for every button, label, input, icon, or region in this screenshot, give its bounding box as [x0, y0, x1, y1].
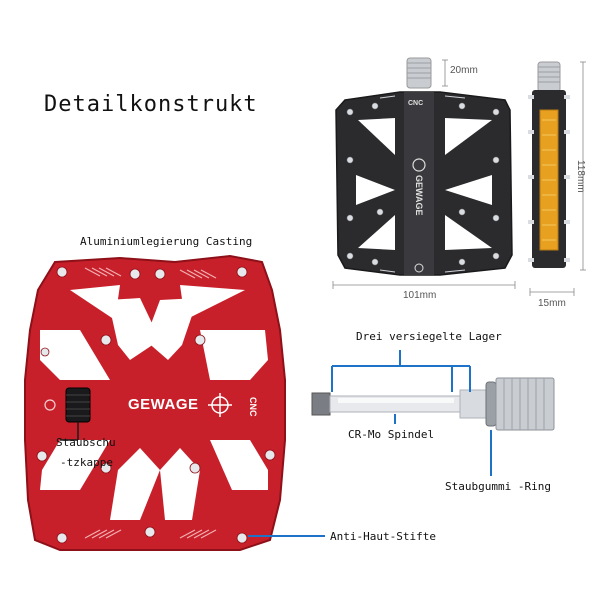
spindle	[311, 377, 555, 431]
label-dustring: Staubgummi -Ring	[445, 480, 551, 493]
black-pedal-side	[528, 61, 570, 268]
dim-width: 101mm	[403, 290, 437, 301]
label-material: Aluminiumlegierung Casting	[80, 235, 253, 248]
label-spindle: CR-Mo Spindel	[348, 428, 435, 441]
black-brand-text: GEWAGE	[414, 175, 424, 216]
label-pins: Anti-Haut-Stifte	[330, 530, 436, 543]
red-pedal	[24, 254, 286, 551]
dust-cap	[65, 387, 91, 423]
anti-slip-pins	[36, 266, 276, 544]
annotation-lines	[248, 350, 492, 537]
dim-height: 118mm	[575, 160, 586, 193]
dustcap-pointer	[60, 422, 79, 441]
label-bearings: Drei versiegelte Lager	[356, 330, 502, 343]
label-dustcap-1: Staubschu	[56, 436, 116, 449]
page-title: Detailkonstrukt	[44, 92, 258, 117]
dim-depth: 15mm	[538, 298, 566, 309]
black-cnc-mark: CNC	[408, 100, 424, 107]
dimension-lines	[332, 59, 586, 296]
dim-thread: 20mm	[450, 65, 478, 76]
brand-logo-text: GEWAGE	[128, 396, 199, 413]
black-pedal-front	[335, 57, 513, 276]
cnc-mark: CNC	[248, 397, 258, 417]
label-dustcap-2: -tzkappe	[60, 456, 113, 469]
